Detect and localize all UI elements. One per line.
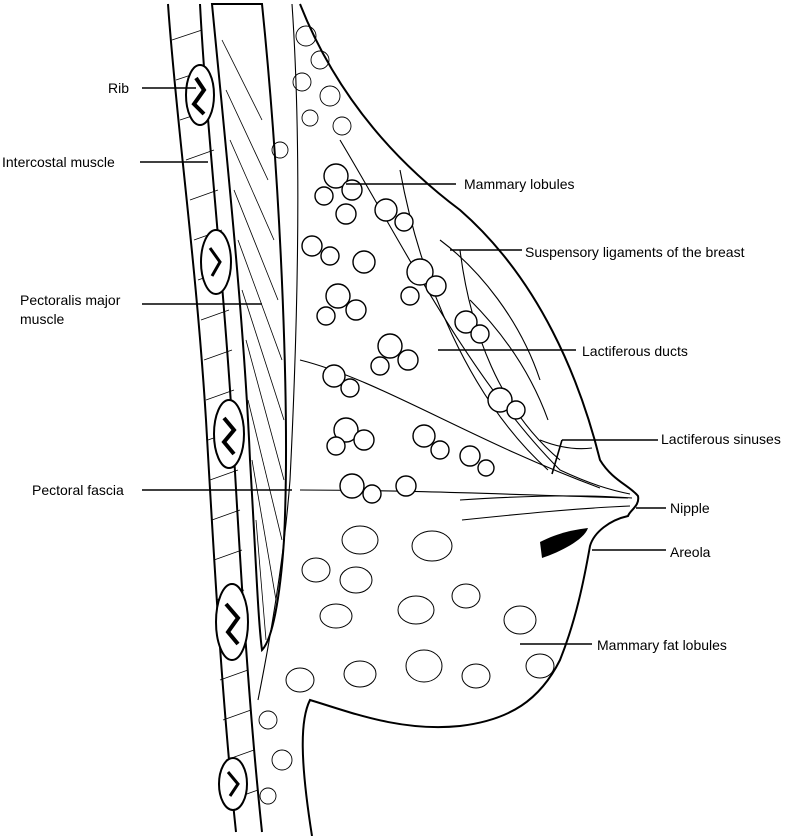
leader-lines <box>140 87 666 645</box>
label-nipple: Nipple <box>670 500 710 516</box>
label-lactiferous-ducts: Lactiferous ducts <box>582 343 688 359</box>
rib-cross-sections <box>185 64 249 811</box>
label-intercostal-muscle: Intercostal muscle <box>2 154 115 170</box>
nipple-areola <box>459 495 633 558</box>
label-lactiferous-sinuses: Lactiferous sinuses <box>661 431 781 447</box>
mammary-fat-lobule-shapes <box>285 525 555 693</box>
label-pectoralis-major-muscle: Pectoralis major muscle <box>20 292 121 327</box>
pectoral-fascia-line <box>257 3 299 701</box>
label-pectoral-fascia: Pectoral fascia <box>32 482 124 498</box>
label-suspensory-ligaments: Suspensory ligaments of the breast <box>525 244 745 260</box>
subcutaneous-fat-bubbles <box>258 25 352 805</box>
label-rib: Rib <box>108 80 130 96</box>
label-areola: Areola <box>670 544 711 560</box>
pectoralis-major-muscle <box>210 3 287 653</box>
label-mammary-lobules: Mammary lobules <box>464 176 575 192</box>
mammary-lobule-clusters <box>301 163 526 504</box>
label-mammary-fat-lobules: Mammary fat lobules <box>597 637 727 653</box>
breast-outline <box>299 3 640 836</box>
